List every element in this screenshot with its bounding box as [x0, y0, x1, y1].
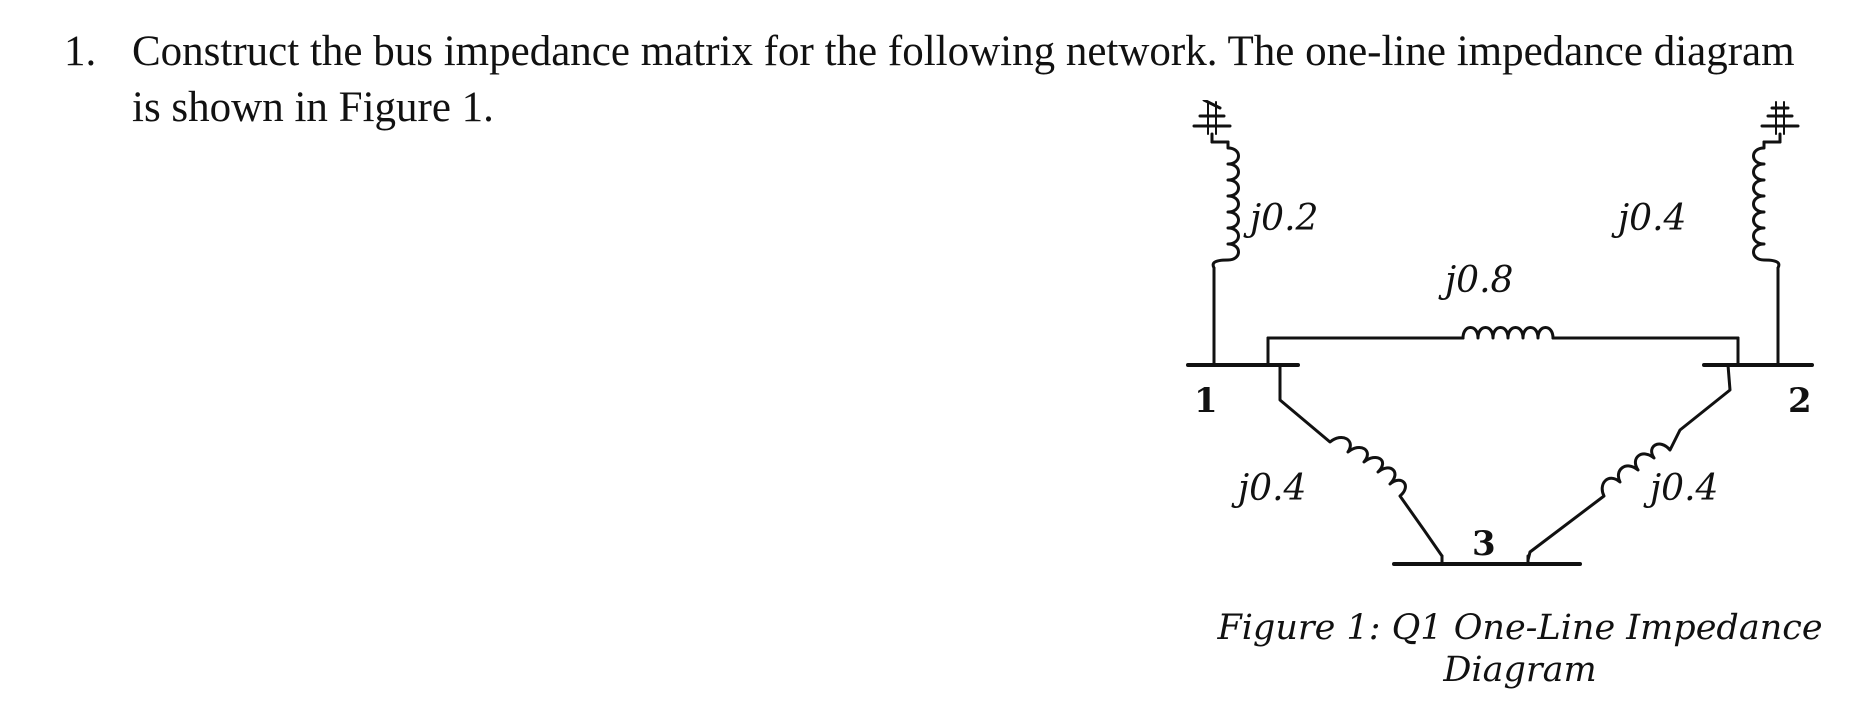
line-1-3 [1278, 363, 1444, 558]
figure-caption-line1: Figure 1: Q1 One-Line Impedance [1217, 608, 1823, 648]
question-text: Construct the bus impedance matrix for t… [132, 28, 1795, 131]
bus-3-label: 3 [1472, 524, 1496, 564]
figure-caption: Figure 1: Q1 One-Line Impedance Diagram [1190, 607, 1850, 691]
line-2-3-impedance-label: j0.4 [1643, 468, 1718, 509]
gen1-reactance-coil [1211, 140, 1240, 270]
diagram-svg: j0.2 j0.4 j0.8 j0.4 j0.4 1 2 3 [1186, 100, 1814, 566]
ground-symbol-right [1760, 101, 1800, 144]
bus-1-label: 1 [1194, 381, 1218, 421]
line-1-2-impedance-label: j0.8 [1438, 260, 1513, 301]
line-2-3 [1526, 363, 1732, 562]
gen2-impedance-label: j0.4 [1611, 198, 1686, 239]
line-1-2-coil [1461, 326, 1555, 340]
figure-caption-line2: Diagram [1443, 650, 1597, 690]
line-1-3-impedance-label: j0.4 [1231, 468, 1306, 509]
ground-symbol-left [1192, 100, 1232, 144]
bus-2-label: 2 [1788, 381, 1812, 421]
one-line-diagram: j0.2 j0.4 j0.8 j0.4 j0.4 1 2 3 [1180, 100, 1820, 700]
question-number: 1. [64, 28, 97, 75]
gen2-reactance-coil [1752, 140, 1781, 270]
gen1-impedance-label: j0.2 [1243, 198, 1318, 239]
